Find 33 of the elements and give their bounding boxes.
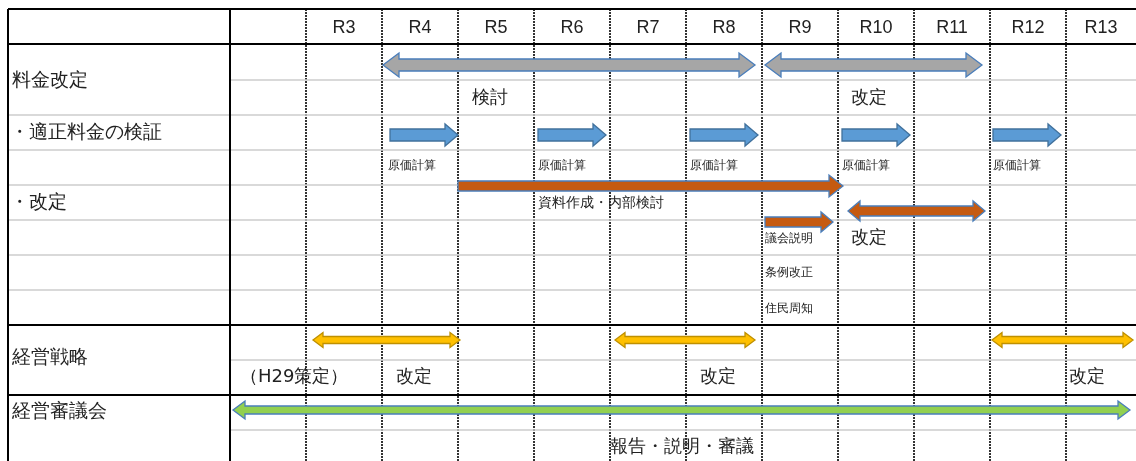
column-header: R4 (408, 16, 432, 38)
column-header: R13 (1084, 16, 1118, 38)
column-header: R7 (636, 16, 660, 38)
column-header: R11 (936, 16, 968, 38)
task-label: 報告・説明・審議 (610, 435, 754, 457)
task-label: 原価計算 (993, 159, 1041, 173)
task-label: 改定 (1069, 365, 1105, 387)
task-label: 議会説明 (765, 232, 813, 246)
row-label: 料金改定 (12, 69, 88, 91)
row-label: ・適正料金の検証 (10, 121, 162, 143)
task-label: 原価計算 (538, 159, 586, 173)
task-label: 改定 (396, 365, 432, 387)
row-label: 経営戦略 (12, 346, 88, 368)
column-header: R9 (788, 16, 812, 38)
task-label: 改定 (851, 86, 887, 108)
task-label: 住民周知 (765, 302, 813, 316)
column-header: R3 (332, 16, 356, 38)
task-label: 条例改正 (765, 266, 813, 280)
row-label: 経営審議会 (12, 400, 107, 422)
column-header: R5 (484, 16, 508, 38)
task-label: 原価計算 (842, 159, 890, 173)
row-label: ・改定 (10, 191, 67, 213)
task-label: 原価計算 (388, 159, 436, 173)
column-header: R12 (1011, 16, 1045, 38)
task-label: （H29策定） (240, 365, 349, 387)
column-header: R10 (859, 16, 893, 38)
task-label: 改定 (700, 365, 736, 387)
task-label: 資料作成・内部検討 (538, 193, 664, 211)
task-label: 改定 (851, 226, 887, 248)
column-header: R6 (560, 16, 584, 38)
task-label: 検討 (472, 86, 508, 108)
task-label: 原価計算 (690, 159, 738, 173)
column-header: R8 (712, 16, 736, 38)
